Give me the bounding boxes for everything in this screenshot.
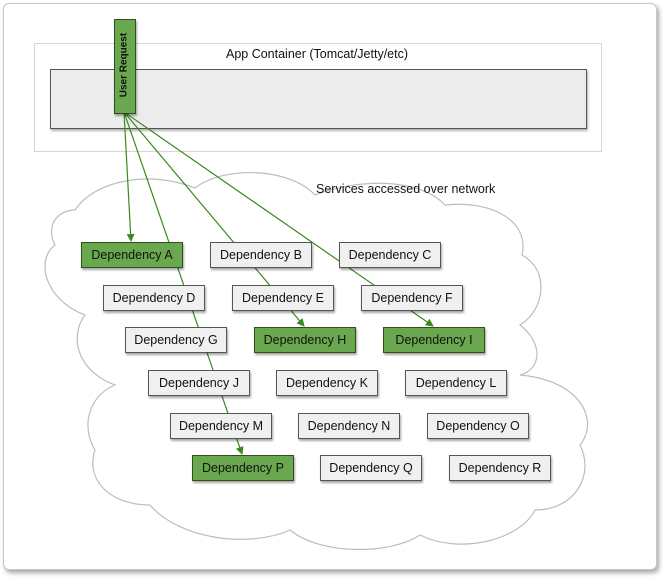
dependency-box-m: Dependency M [170,413,272,439]
arrow-to-dependency-a [123,111,135,242]
dependency-box-j: Dependency J [148,370,250,396]
dependency-box-g: Dependency G [125,327,227,353]
dependency-box-h: Dependency H [254,327,356,353]
app-container-title: App Container (Tomcat/Jetty/etc) [225,47,409,61]
dependency-box-l: Dependency L [405,370,507,396]
dependency-box-n: Dependency N [298,413,400,439]
dependency-box-f: Dependency F [361,285,463,311]
app-container-bar [50,69,587,129]
user-request-box [114,19,136,114]
dependency-box-c: Dependency C [339,242,441,268]
arrow-to-dependency-p [123,111,244,455]
dependency-box-e: Dependency E [232,285,334,311]
dependency-box-d: Dependency D [103,285,205,311]
dependency-box-p: Dependency P [192,455,294,481]
network-cloud [44,172,589,551]
dependency-box-k: Dependency K [276,370,378,396]
dependency-box-b: Dependency B [210,242,312,268]
network-caption: Services accessed over network [316,182,496,196]
dependency-box-a: Dependency A [81,242,183,268]
dependency-box-q: Dependency Q [320,455,422,481]
dependency-box-i: Dependency I [383,327,485,353]
user-request-label: User Request [118,32,130,98]
dependency-box-o: Dependency O [427,413,529,439]
dependency-box-r: Dependency R [449,455,551,481]
